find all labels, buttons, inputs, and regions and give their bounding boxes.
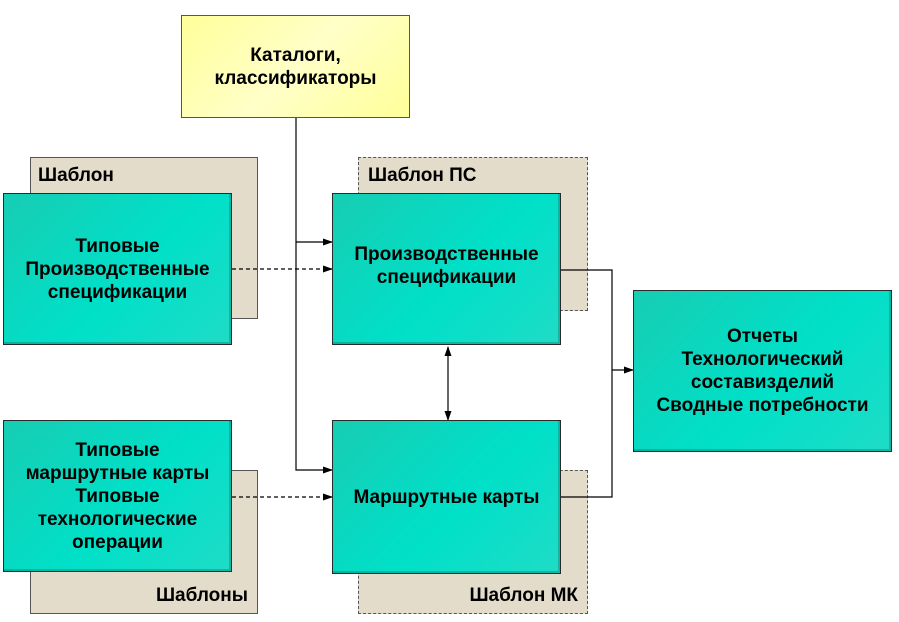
route-cards-line: Маршрутные карты — [353, 486, 540, 508]
catalogs-line: классификаторы — [214, 67, 377, 89]
typical-specs-line: Производственные — [25, 258, 210, 280]
typical-specs-line: спецификации — [47, 281, 188, 303]
production-specs-node: Производственные спецификации — [332, 193, 561, 345]
catalogs-node: Каталоги, классификаторы — [181, 15, 410, 118]
route-cards-node: Маршрутные карты — [332, 420, 561, 574]
template-plate-label: Шаблон МК — [469, 585, 578, 606]
typical-routes-line: операции — [72, 531, 163, 553]
typical-specs-node: Типовые Производственные спецификации — [3, 193, 232, 345]
reports-line: Отчеты — [727, 326, 798, 347]
reports-line: Технологический — [681, 349, 844, 370]
typical-routes-line: маршрутные карты — [25, 462, 210, 484]
production-specs-line: спецификации — [376, 267, 517, 288]
typical-routes-line: Типовые — [75, 485, 160, 507]
typical-routes-node: Типовые маршрутные карты Типовые техноло… — [3, 420, 232, 572]
catalog-to-routes-connector — [295, 118, 333, 474]
template-plate-label: Шаблон — [38, 165, 114, 186]
specs-to-reports-connector — [560, 269, 613, 498]
catalogs-line: Каталоги, — [250, 44, 341, 66]
template-plate-label: Шаблоны — [155, 585, 248, 606]
reports-line: Сводные потребности — [656, 395, 869, 416]
reports-line: составизделий — [690, 372, 835, 393]
reports-node: Отчеты Технологический составизделий Сво… — [633, 290, 892, 452]
typical-routes-line: технологические — [37, 508, 198, 530]
typical-specs-line: Типовые — [75, 235, 160, 257]
production-specs-line: Производственные — [354, 244, 539, 265]
typical-routes-line: Типовые — [75, 439, 160, 461]
template-plate-label: Шаблон ПС — [368, 165, 477, 186]
